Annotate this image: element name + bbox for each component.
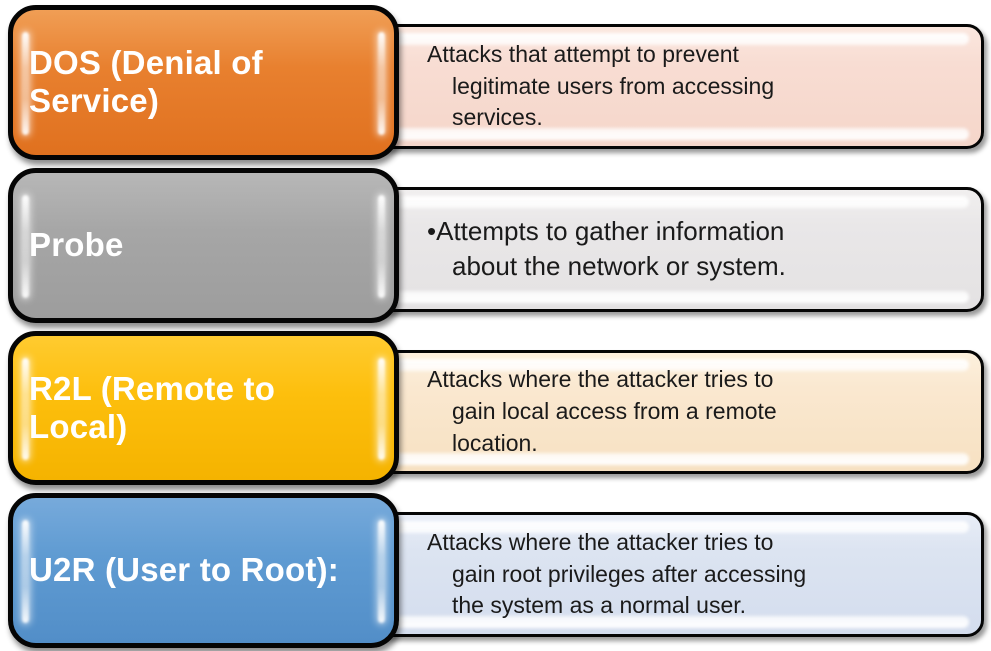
shine-bar-right bbox=[378, 357, 385, 461]
probe-title-label: Probe bbox=[29, 225, 124, 263]
shine-bar-left bbox=[22, 194, 29, 298]
r2l-title-box: R2L (Remote to Local) bbox=[8, 330, 399, 486]
dos-title-label: DOS (Denial of Service) bbox=[29, 44, 263, 120]
gloss-highlight-top bbox=[367, 358, 969, 371]
dos-title-box: DOS (Denial of Service) bbox=[8, 5, 399, 160]
shine-bar-right bbox=[378, 520, 385, 623]
shine-bar-left bbox=[22, 520, 29, 623]
shine-bar-left bbox=[22, 32, 29, 135]
u2r-title-box: U2R (User to Root): bbox=[8, 493, 399, 648]
gloss-highlight-top bbox=[367, 33, 969, 45]
gloss-highlight-top bbox=[367, 521, 969, 534]
gloss-highlight-bottom bbox=[367, 127, 969, 140]
shine-bar-right bbox=[378, 194, 385, 298]
gloss-highlight-bottom bbox=[367, 290, 969, 303]
gloss-highlight-top bbox=[367, 195, 969, 208]
u2r-title-label: U2R (User to Root): bbox=[29, 551, 339, 589]
r2l-title-label: R2L (Remote to Local) bbox=[29, 369, 276, 445]
probe-title-box: Probe bbox=[8, 167, 399, 323]
gloss-highlight-bottom bbox=[367, 453, 969, 466]
gloss-highlight-bottom bbox=[367, 616, 969, 628]
shine-bar-left bbox=[22, 357, 29, 461]
shine-bar-right bbox=[378, 32, 385, 135]
